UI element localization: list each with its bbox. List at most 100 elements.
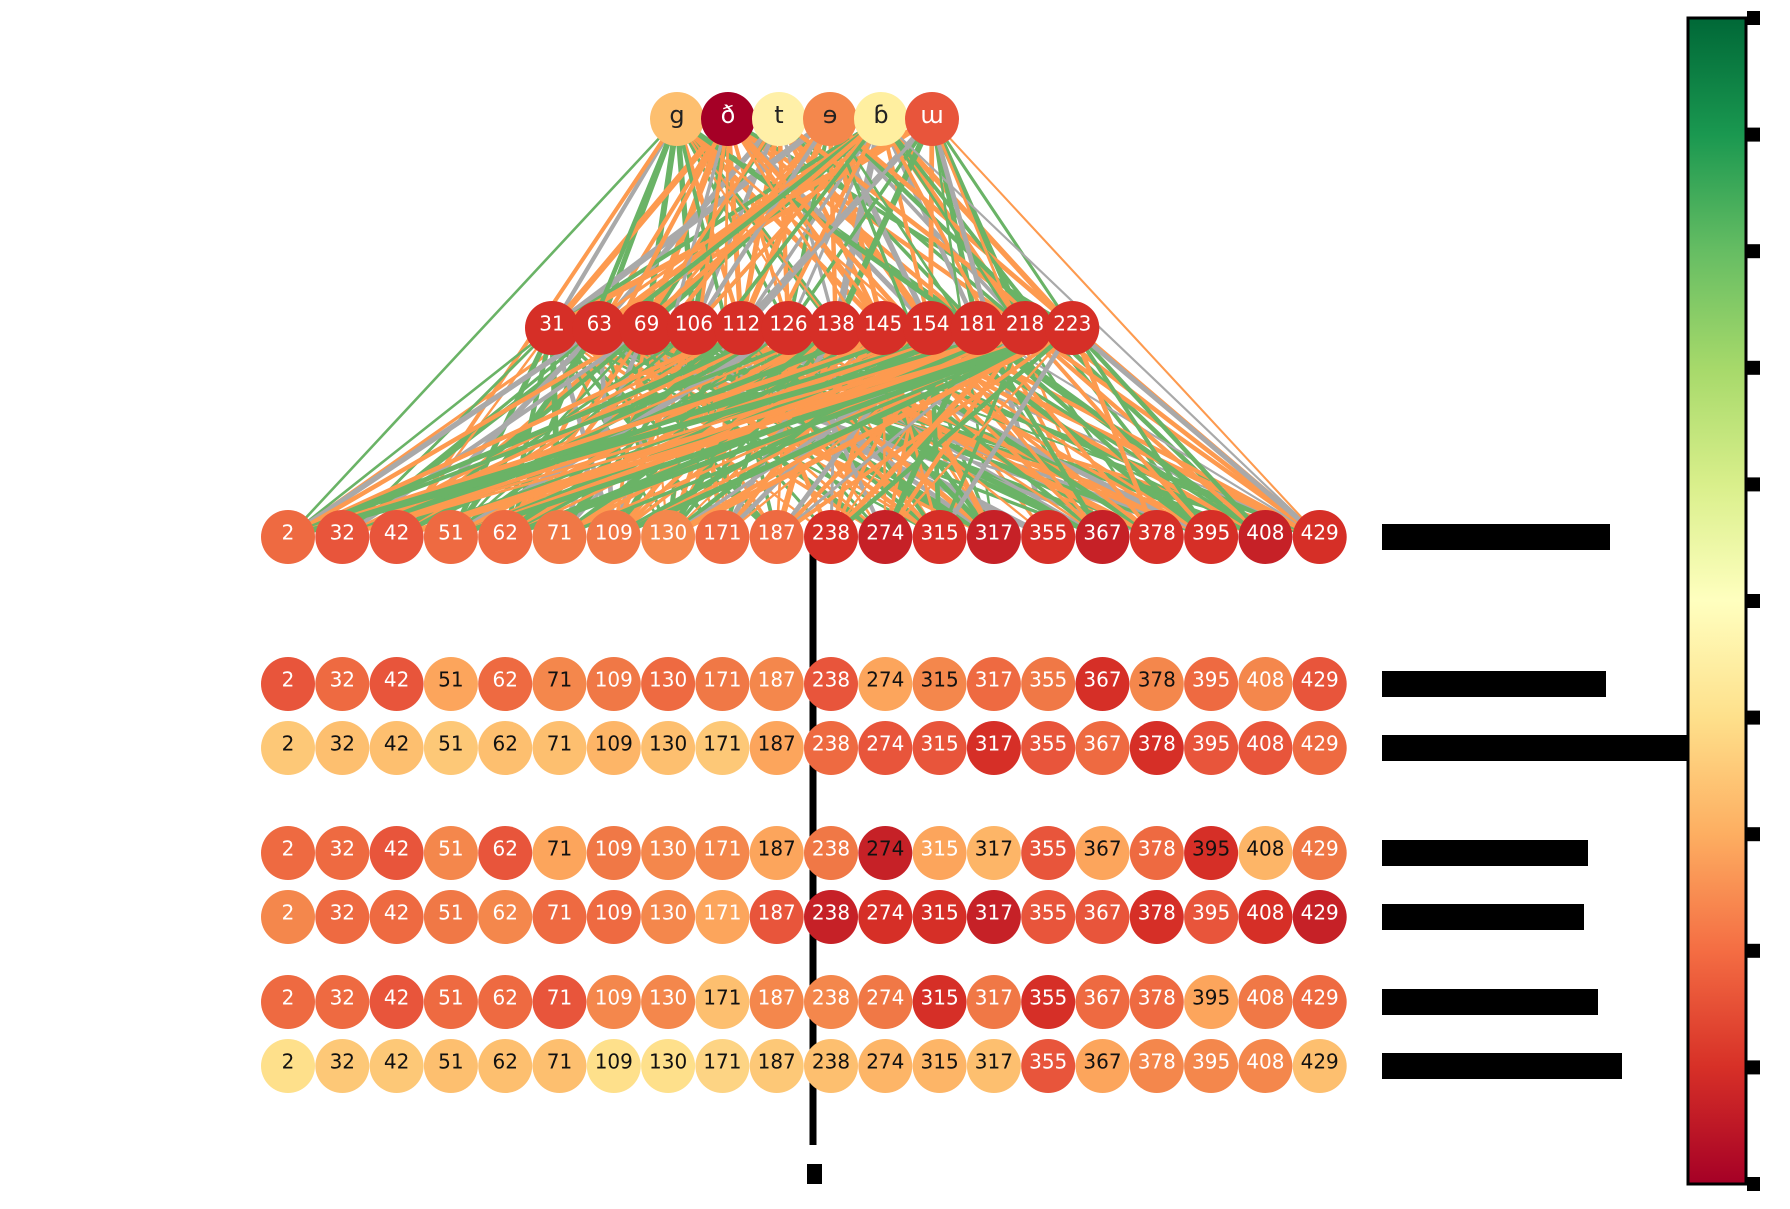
node-label: 2 xyxy=(282,837,295,861)
row-node: 42 xyxy=(369,657,424,711)
row-node: 51 xyxy=(423,657,478,711)
node-circle xyxy=(966,1039,1021,1093)
row-node: 355 xyxy=(1021,826,1076,880)
node-label: 355 xyxy=(1029,837,1067,861)
node-circle xyxy=(532,975,587,1029)
node-label: 32 xyxy=(330,521,355,545)
node-circle xyxy=(695,1039,750,1093)
row-node: 274 xyxy=(858,510,913,564)
node-label: 71 xyxy=(547,732,572,756)
node-circle xyxy=(761,301,816,355)
top-node: t xyxy=(752,92,806,146)
edge xyxy=(558,326,1073,539)
node-circle xyxy=(966,721,1021,775)
node-circle xyxy=(1292,657,1347,711)
node-circle xyxy=(1129,721,1184,775)
colorbar-tick xyxy=(1747,11,1760,25)
node-label: 274 xyxy=(866,986,904,1010)
row-node: 32 xyxy=(315,890,370,944)
node-circle xyxy=(1184,826,1239,880)
row-node: 32 xyxy=(315,510,370,564)
node-label: 51 xyxy=(438,1050,463,1074)
node-label: 355 xyxy=(1029,1050,1067,1074)
node-circle xyxy=(369,510,424,564)
node-circle xyxy=(641,510,696,564)
node-circle xyxy=(1238,1039,1293,1093)
row-node: 317 xyxy=(966,890,1021,944)
edge xyxy=(612,325,1074,540)
node-label: 171 xyxy=(703,986,741,1010)
row-node: 171 xyxy=(695,657,750,711)
row-node: 32 xyxy=(315,1039,370,1093)
node-circle xyxy=(1129,657,1184,711)
row-node: 130 xyxy=(641,721,696,775)
node-label: 187 xyxy=(758,986,796,1010)
node-label: 315 xyxy=(921,732,959,756)
node-label: 274 xyxy=(866,668,904,692)
node-label: 238 xyxy=(812,732,850,756)
node-circle xyxy=(478,721,533,775)
row-caption-block xyxy=(1382,735,1688,761)
row-node: 187 xyxy=(749,1039,804,1093)
row-node: 130 xyxy=(641,510,696,564)
edge xyxy=(739,117,883,330)
row-node: 274 xyxy=(858,1039,913,1093)
node-label: 367 xyxy=(1083,521,1121,545)
node-label: 2 xyxy=(282,1050,295,1074)
row-node: 355 xyxy=(1021,890,1076,944)
node-label: 62 xyxy=(492,521,517,545)
row-node: 171 xyxy=(695,890,750,944)
node-label: 238 xyxy=(812,901,850,925)
node-circle xyxy=(261,890,315,944)
node-circle xyxy=(1129,890,1184,944)
node-circle xyxy=(478,975,533,1029)
node-label: 71 xyxy=(547,1050,572,1074)
node-circle xyxy=(641,975,696,1029)
node-label: 429 xyxy=(1301,1050,1339,1074)
row-node: 378 xyxy=(1129,826,1184,880)
node-circle xyxy=(966,826,1021,880)
node-label: 32 xyxy=(330,901,355,925)
row-node: 32 xyxy=(315,721,370,775)
node-label: 238 xyxy=(812,837,850,861)
node-circle xyxy=(1129,510,1184,564)
row-node: 395 xyxy=(1184,890,1239,944)
edge xyxy=(341,326,1026,539)
node-label: 109 xyxy=(595,986,633,1010)
node-circle xyxy=(650,92,704,146)
node-label: 367 xyxy=(1083,901,1121,925)
colorbar-tick xyxy=(1747,1060,1760,1075)
top-node: ɓ xyxy=(854,92,908,146)
row-node: 42 xyxy=(369,975,424,1029)
node-label: 355 xyxy=(1029,732,1067,756)
middle-node: 106 xyxy=(666,301,721,355)
node-circle xyxy=(804,890,858,944)
row-node: 2 xyxy=(261,657,315,711)
edge xyxy=(829,326,1074,539)
node-label: 408 xyxy=(1246,986,1284,1010)
node-label: 126 xyxy=(769,312,807,336)
row-node: 238 xyxy=(804,826,858,880)
edge xyxy=(548,115,834,332)
row-node: 2 xyxy=(261,510,315,564)
row-node: 42 xyxy=(369,826,424,880)
edge xyxy=(287,325,932,540)
row-node: 2 xyxy=(261,826,315,880)
node-label: 51 xyxy=(438,901,463,925)
node-circle xyxy=(261,975,315,1029)
row-node: 317 xyxy=(966,510,1021,564)
node-label: 71 xyxy=(547,521,572,545)
node-circle xyxy=(1292,721,1347,775)
node-circle xyxy=(749,1039,804,1093)
node-circle xyxy=(749,657,804,711)
node-circle xyxy=(854,92,908,146)
top-node: ɘ xyxy=(803,92,857,146)
node-label: 171 xyxy=(703,521,741,545)
node-circle xyxy=(858,826,913,880)
node-label: 378 xyxy=(1138,521,1176,545)
row-node: 71 xyxy=(532,510,587,564)
node-circle xyxy=(804,826,858,880)
node-label: 367 xyxy=(1083,986,1121,1010)
node-label: 395 xyxy=(1192,1050,1230,1074)
